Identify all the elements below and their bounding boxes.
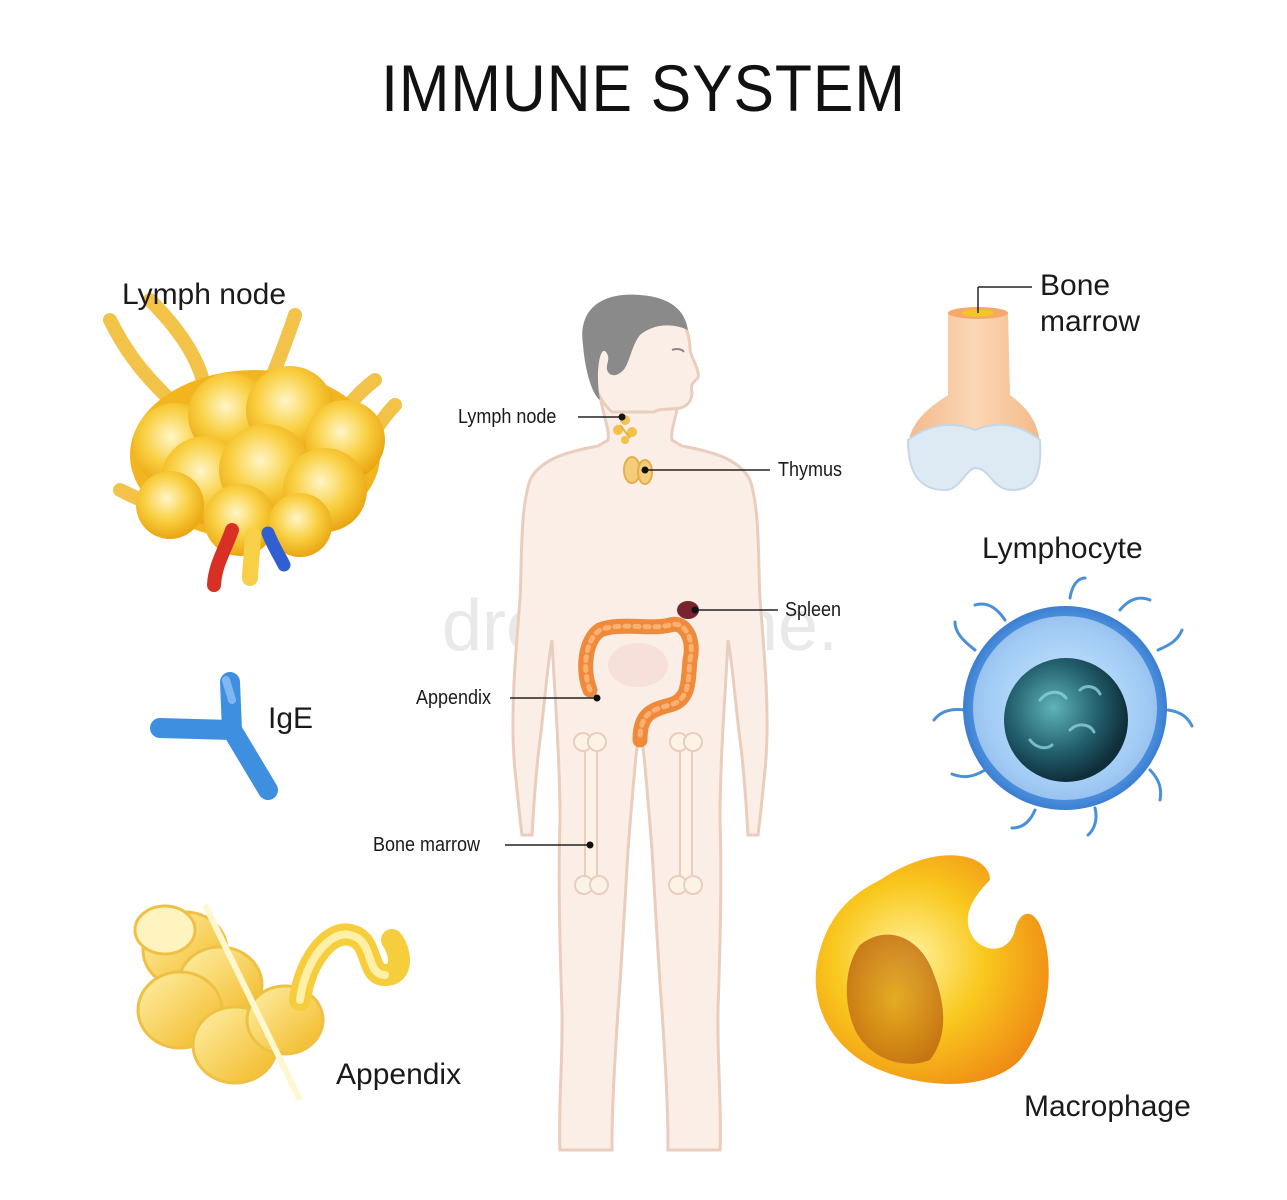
- diagram-title: IMMUNE SYSTEM: [381, 51, 906, 125]
- lymph-node-illustration: [103, 293, 402, 592]
- label-lymphocyte: Lymphocyte: [982, 532, 1143, 565]
- callout-dot-bone-marrow: [586, 841, 594, 849]
- callout-spleen: Spleen: [785, 599, 842, 621]
- leg-bones: [573, 732, 703, 895]
- spleen: [677, 601, 699, 619]
- macrophage-illustration: [815, 855, 1049, 1084]
- callout-dot-thymus: [641, 466, 649, 474]
- lymphocyte-illustration: [932, 576, 1194, 837]
- callout-bone-marrow: Bone marrow: [373, 834, 481, 856]
- hair: [582, 294, 688, 400]
- bone-marrow-illustration: [906, 286, 1042, 492]
- callout-dot-lymph-node: [618, 413, 626, 421]
- label-appendix: Appendix: [336, 1058, 462, 1091]
- body-silhouette: [511, 393, 769, 1152]
- appendix-illustration: [133, 903, 410, 1102]
- human-body-figure: [505, 294, 778, 1152]
- label-ige: IgE: [268, 702, 314, 735]
- callout-thymus: Thymus: [778, 459, 843, 481]
- label-bone-marrow: Bone marrow: [1040, 269, 1141, 338]
- ige-illustration: [150, 672, 278, 800]
- label-lymph-node: Lymph node: [122, 278, 287, 311]
- label-macrophage: Macrophage: [1024, 1090, 1191, 1123]
- callout-lines: [505, 416, 778, 846]
- callout-dot-appendix: [593, 694, 601, 702]
- callout-dot-spleen: [691, 606, 699, 614]
- callout-appendix: Appendix: [416, 687, 492, 709]
- callout-lymph-node: Lymph node: [458, 406, 557, 428]
